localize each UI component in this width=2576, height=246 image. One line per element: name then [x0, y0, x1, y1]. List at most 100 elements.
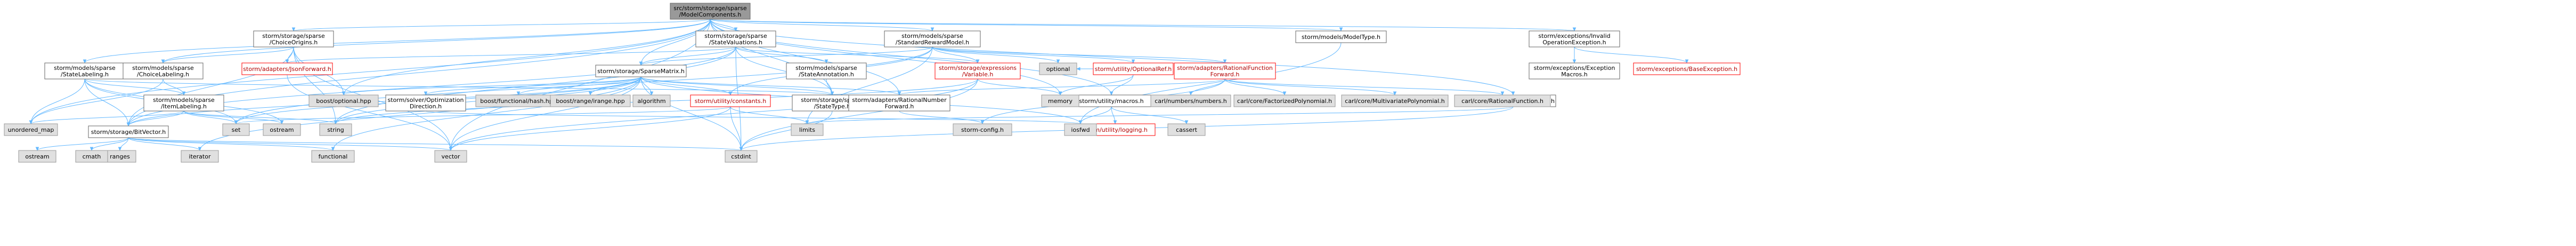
node-json-forward[interactable]: storm/adapters/JsonForward.h [241, 62, 333, 75]
edge-root-to-choice-origins [294, 19, 711, 31]
node-state-labeling-models[interactable]: storm/models/sparse/StateLabeling.h [44, 62, 125, 80]
edge-choice-origins-to-choice-labeling [163, 46, 294, 63]
edge-state-labeling-models-to-unordered-map [31, 78, 85, 124]
node-choice-labeling[interactable]: storm/models/sparse/ChoiceLabeling.h [123, 62, 204, 80]
node-functional: functional [311, 150, 355, 163]
node-label: cstdint [731, 153, 751, 160]
edge-root-to-state-type [710, 19, 832, 95]
edge-item-labeling-to-bitvector [128, 110, 184, 126]
edge-sparse-matrix-to-optimization-direction [426, 76, 641, 95]
node-label: storm/storage/SparseMatrix.h [597, 68, 685, 75]
edge-optimization-direction-to-iosfwd [425, 110, 1080, 124]
edge-item-labeling-to-ostream [183, 110, 282, 124]
edge-rational-function-forward-to-carl-numbers [1191, 78, 1225, 95]
node-box [695, 30, 776, 47]
node-label: /Variable.h [962, 71, 994, 78]
node-base-exception[interactable]: storm/exceptions/BaseException.h [1633, 62, 1741, 75]
node-label: functional [319, 153, 348, 160]
node-label: optional [1046, 66, 1070, 73]
node-invalid-operation-exception[interactable]: storm/exceptions/InvalidOperationExcepti… [1529, 30, 1620, 47]
node-box [690, 94, 771, 107]
node-label: vector [442, 153, 460, 160]
edge-expr-variable-to-cstdint [741, 78, 978, 150]
node-label: storm/models/sparse [132, 65, 194, 72]
node-box [75, 150, 108, 163]
node-box [263, 123, 301, 136]
edge-sparse-matrix-to-boost-hash [518, 76, 641, 95]
node-optional-ref[interactable]: storm/utility/OptionalRef.h [1093, 62, 1174, 75]
node-box [1529, 30, 1620, 47]
node-label: storm/storage/sparse [704, 33, 767, 39]
node-state-valuations[interactable]: storm/storage/sparse/StateValuations.h [695, 30, 776, 47]
edge-state-valuations-to-json-forward [287, 46, 736, 63]
node-box [934, 62, 1021, 80]
edge-expr-variable-to-vector [451, 78, 978, 150]
node-box [786, 62, 867, 80]
node-utility-macros[interactable]: storm/utility/macros.h [1071, 94, 1152, 107]
edge-state-valuations-to-state-annotation [735, 46, 826, 63]
node-carl-rational-function: carl/core/RationalFunction.h [1454, 94, 1551, 107]
edge-rational-function-forward-to-carl-rational-function [1224, 78, 1502, 95]
node-box [1454, 94, 1551, 107]
node-choice-origins[interactable]: storm/storage/sparse/ChoiceOrigins.h [253, 30, 334, 47]
node-label: ostream [25, 153, 49, 160]
node-iterator: iterator [181, 150, 219, 163]
edge-state-labeling-models-to-bitvector [84, 78, 128, 126]
edge-sparse-matrix-to-bitvector [128, 76, 641, 126]
node-label: /StateAnnotation.h [799, 71, 854, 78]
node-label: /ModelComponents.h [679, 11, 742, 18]
node-state-annotation[interactable]: storm/models/sparse/StateAnnotation.h [786, 62, 867, 80]
node-label: ranges [110, 153, 130, 160]
edge-choice-labeling-to-item-labeling [162, 78, 184, 95]
edge-standard-reward-model-to-expr-variable [932, 46, 978, 63]
node-boost-hash: boost/functional/hash.hpp [475, 94, 562, 107]
edge-state-type-to-cstdint [741, 110, 833, 150]
edge-sparse-matrix-to-vector [451, 76, 641, 150]
edge-state-annotation-to-state-type [826, 78, 832, 95]
node-label: storm/utility/macros.h [1079, 98, 1143, 105]
node-item-labeling[interactable]: storm/models/sparse/ItemLabeling.h [143, 94, 224, 112]
node-memory: memory [1041, 94, 1079, 107]
node-box [319, 123, 352, 136]
node-box [1041, 94, 1079, 107]
node-root: src/storm/storage/sparse/ModelComponents… [670, 3, 751, 20]
node-box [1150, 94, 1231, 107]
node-label: memory [1048, 98, 1072, 105]
node-label: storm/exceptions/Exception [1534, 65, 1615, 72]
node-label: Direction.h [410, 103, 442, 110]
edge-root-to-memory [710, 19, 1060, 95]
node-label: /StateType.h [814, 103, 851, 110]
node-utility-constants[interactable]: storm/utility/constants.h [690, 94, 771, 107]
node-label: storm/models/sparse [54, 65, 116, 72]
edge-choice-origins-to-bitvector [128, 46, 294, 126]
node-box [1174, 62, 1276, 80]
edge-root-to-model-type [710, 19, 1341, 31]
node-label: cassert [1176, 126, 1198, 133]
node-label: /StandardRewardModel.h [896, 39, 969, 46]
edge-bitvector-to-ostream-std [37, 137, 129, 150]
node-box [181, 150, 219, 163]
edge-standard-reward-model-to-optional [932, 46, 1058, 63]
node-bitvector[interactable]: storm/storage/BitVector.h [88, 125, 169, 138]
edge-state-valuations-to-expr-variable [735, 46, 978, 63]
node-sparse-matrix[interactable]: storm/storage/SparseMatrix.h [595, 65, 687, 77]
node-label: boost/optional.hpp [316, 98, 371, 105]
node-box [308, 94, 379, 107]
node-model-type[interactable]: storm/models/ModelType.h [1295, 30, 1387, 43]
edge-root-to-sparse-matrix [641, 19, 711, 65]
node-expr-variable[interactable]: storm/storage/expressions/Variable.h [934, 62, 1021, 80]
node-set: set [222, 123, 250, 136]
edge-root-to-invalid-operation-exception [710, 19, 1574, 31]
node-standard-reward-model[interactable]: storm/models/sparse/StandardRewardModel.… [884, 30, 981, 47]
node-label: set [232, 126, 241, 133]
node-box [1233, 94, 1336, 107]
edge-rational-function-forward-to-carl-factorized [1224, 78, 1285, 95]
node-label: unordered_map [8, 126, 54, 133]
node-label: storm/utility/logging.h [1083, 126, 1148, 133]
node-box [18, 150, 56, 163]
node-cstdint: cstdint [725, 150, 758, 163]
